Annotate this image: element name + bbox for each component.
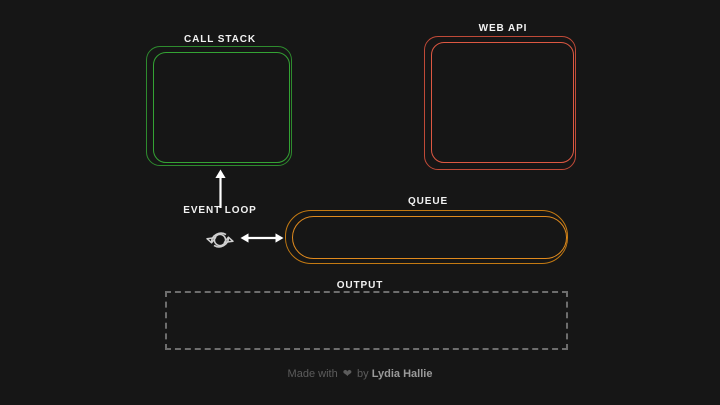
web-api-label: WEB API xyxy=(478,23,528,34)
call-stack-panel[interactable] xyxy=(146,46,296,170)
web-api-panel[interactable] xyxy=(424,36,582,174)
output-panel[interactable] xyxy=(165,291,568,350)
call-stack-inner-border xyxy=(153,52,290,163)
queue-panel[interactable] xyxy=(285,210,575,268)
queue-inner-border xyxy=(292,216,567,259)
circular-arrows-icon xyxy=(200,220,240,260)
queue-label: QUEUE xyxy=(407,196,449,207)
heart-icon: ❤ xyxy=(342,368,352,380)
arrow-up-icon xyxy=(213,169,228,208)
queue-outer-border xyxy=(285,210,568,264)
footer-prefix: Made with xyxy=(287,368,338,380)
call-stack-outer-border xyxy=(146,46,292,166)
web-api-inner-border xyxy=(431,42,574,163)
footer-credit: Made with ❤ by Lydia Hallie xyxy=(288,367,433,380)
call-stack-label: CALL STACK xyxy=(184,34,256,45)
double-headed-arrow-icon xyxy=(240,231,284,245)
footer-author: Lydia Hallie xyxy=(371,368,433,380)
web-api-outer-border xyxy=(424,36,576,170)
footer-by: by xyxy=(357,368,369,380)
event-loop-label: EVENT LOOP xyxy=(183,205,257,216)
output-label: OUTPUT xyxy=(336,280,384,291)
